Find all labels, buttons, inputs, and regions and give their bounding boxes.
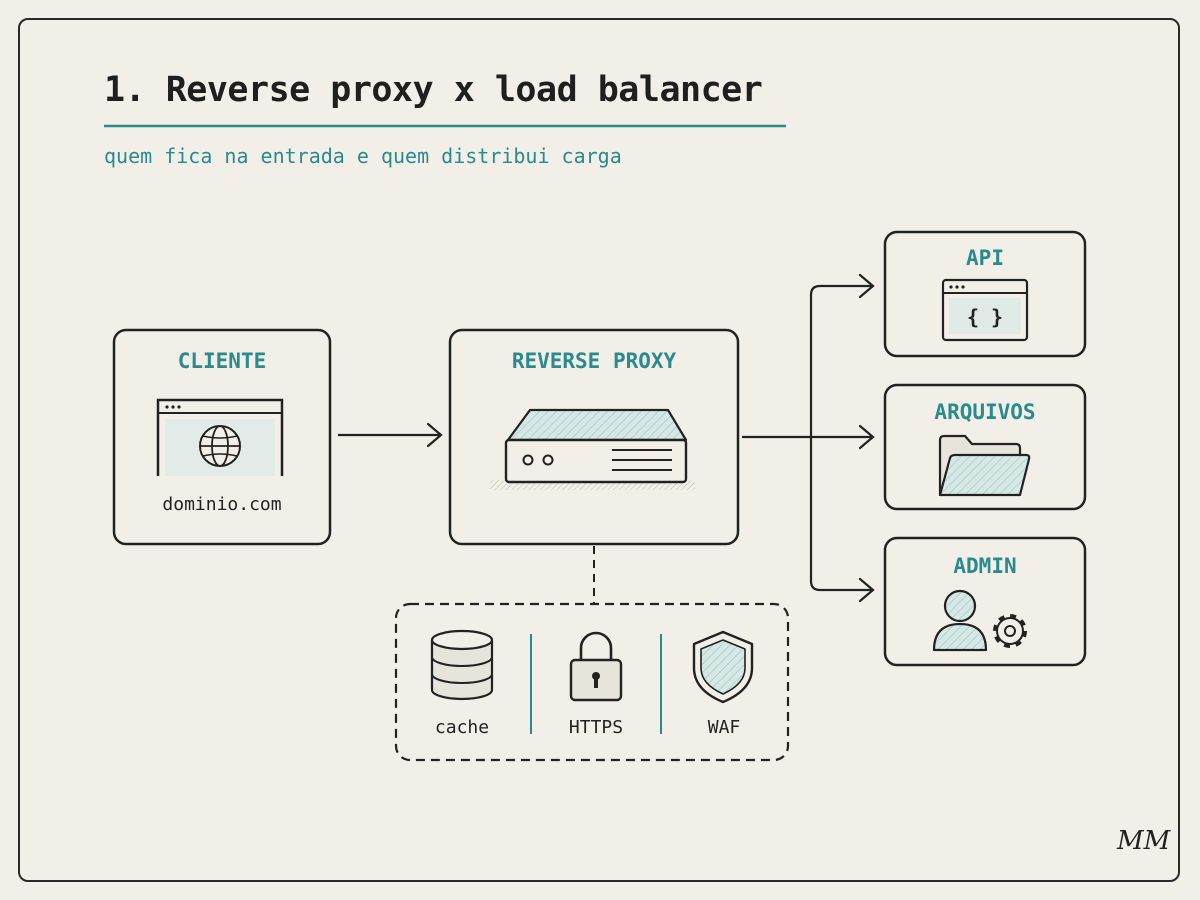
server-icon <box>490 408 695 490</box>
page-title: 1. Reverse proxy x load balancer <box>104 70 763 110</box>
svg-text:{ }: { } <box>967 305 1003 329</box>
client-box <box>112 328 332 546</box>
page-subtitle: quem fica na entrada e quem distribui ca… <box>104 144 622 168</box>
feature-label-https: HTTPS <box>568 717 624 738</box>
proxy-box <box>448 328 740 546</box>
browser-globe-icon <box>156 398 284 476</box>
author-signature: MM <box>1117 826 1171 856</box>
arrow-client-to-proxy <box>338 422 443 448</box>
target-label-api: API <box>966 246 1004 270</box>
target-label-arquivos: ARQUIVOS <box>934 400 1036 424</box>
admin-box <box>883 536 1087 667</box>
user-gear-icon <box>932 589 1027 652</box>
client-label: CLIENTE <box>177 349 267 373</box>
folder-icon <box>938 434 1031 497</box>
lock-icon <box>569 631 623 702</box>
feature-label-cache: cache <box>434 717 490 738</box>
shield-icon <box>692 630 754 704</box>
proxy-label: REVERSE PROXY <box>511 349 677 373</box>
branch-connector <box>742 273 875 603</box>
page-frame <box>18 18 1180 882</box>
api-box: { } <box>883 230 1087 358</box>
database-icon <box>430 629 494 701</box>
code-window-icon: { } <box>941 278 1029 342</box>
client-domain: dominio.com <box>162 494 282 515</box>
features-box <box>394 602 790 762</box>
target-label-admin: ADMIN <box>953 554 1017 578</box>
feature-label-waf: WAF <box>707 717 741 738</box>
arquivos-box <box>883 383 1087 511</box>
